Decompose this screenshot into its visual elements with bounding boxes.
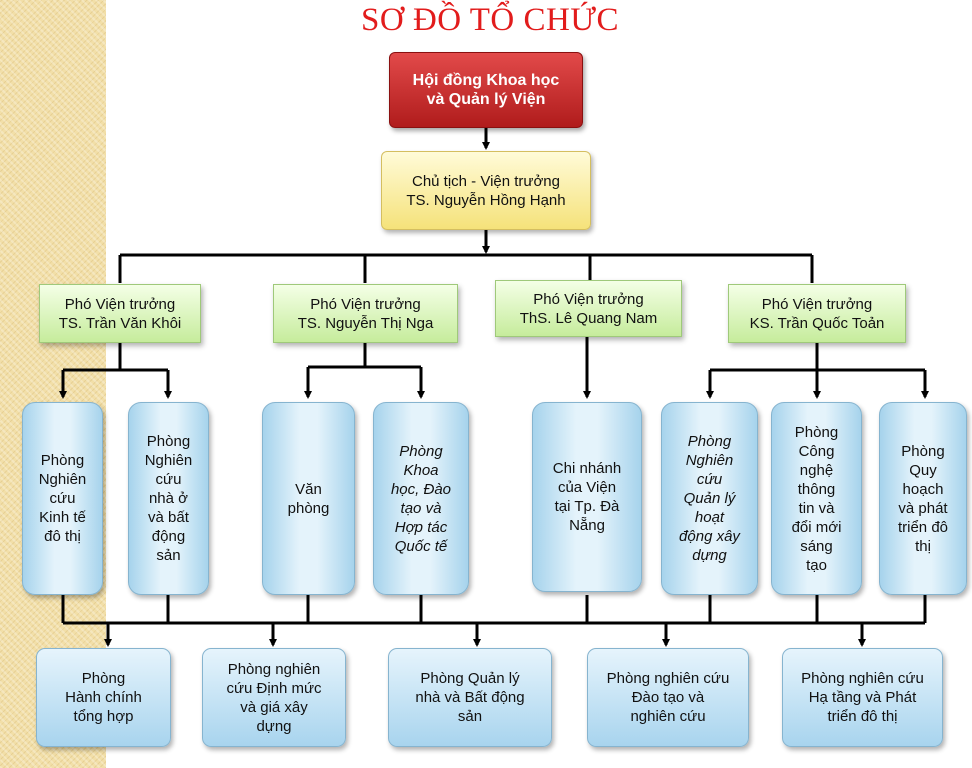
deputy-label: Phó Viện trưởng TS. Trần Văn Khôi <box>58 295 182 332</box>
bottom-label: Phòng Hành chính tổng hợp <box>65 670 142 725</box>
director-box: Chủ tịch - Viện trưởng TS. Nguyễn Hồng H… <box>381 151 591 230</box>
deputy-label: Phó Viện trưởng KS. Trần Quốc Toản <box>749 295 885 332</box>
unit-label: Chi nhánh của Viện tại Tp. Đà Nẵng <box>552 460 622 534</box>
bottom-label: Phòng Quản lý nhà và Bất động sản <box>415 670 525 725</box>
bottom-box-training-research: Phòng nghiên cứu Đào tạo và nghiên cứu <box>587 648 749 747</box>
page-title: SƠ ĐỒ TỔ CHỨC <box>361 2 619 38</box>
deputy-box-3: Phó Viện trưởng ThS. Lê Quang Nam <box>495 280 682 337</box>
bottom-label: Phòng nghiên cứu Định mức và giá xây dựn… <box>226 660 322 735</box>
director-label: Chủ tịch - Viện trưởng TS. Nguyễn Hồng H… <box>406 172 566 209</box>
unit-box-danang-branch: Chi nhánh của Viện tại Tp. Đà Nẵng <box>532 402 642 592</box>
bottom-box-admin: Phòng Hành chính tổng hợp <box>36 648 171 747</box>
council-box: Hội đồng Khoa học và Quản lý Viện <box>389 52 583 128</box>
unit-box-construction-management: Phòng Nghiên cứu Quản lý hoạt động xây d… <box>661 402 758 595</box>
unit-box-urban-planning: Phòng Quy hoạch và phát triển đô thị <box>879 402 967 595</box>
unit-box-housing-realestate: Phòng Nghiên cứu nhà ở và bất động sản <box>128 402 209 595</box>
decorative-side-strip <box>0 0 106 768</box>
deputy-label: Phó Viện trưởng ThS. Lê Quang Nam <box>519 290 658 327</box>
bottom-box-infrastructure: Phòng nghiên cứu Hạ tầng và Phát triển đ… <box>782 648 943 747</box>
bottom-label: Phòng nghiên cứu Hạ tầng và Phát triển đ… <box>801 670 924 725</box>
unit-label: Văn phòng <box>287 480 330 517</box>
unit-label: Phòng Quy hoạch và phát triển đô thị <box>897 442 949 555</box>
deputy-box-1: Phó Viện trưởng TS. Trần Văn Khôi <box>39 284 201 343</box>
bottom-label: Phòng nghiên cứu Đào tạo và nghiên cứu <box>606 670 730 725</box>
unit-box-science-training: Phòng Khoa học, Đào tạo và Hợp tác Quốc … <box>373 402 469 595</box>
unit-label: Phòng Công nghệ thông tin và đổi mới sán… <box>791 423 842 574</box>
council-label: Hội đồng Khoa học và Quản lý Viện <box>412 72 560 108</box>
deputy-box-4: Phó Viện trưởng KS. Trần Quốc Toản <box>728 284 906 343</box>
bottom-box-cost-norms: Phòng nghiên cứu Định mức và giá xây dựn… <box>202 648 346 747</box>
deputy-box-2: Phó Viện trưởng TS. Nguyễn Thị Nga <box>273 284 458 343</box>
unit-box-office: Văn phòng <box>262 402 355 595</box>
unit-label: Phòng Nghiên cứu nhà ở và bất động sản <box>144 433 193 564</box>
bottom-box-housing-management: Phòng Quản lý nhà và Bất động sản <box>388 648 552 747</box>
unit-box-it-innovation: Phòng Công nghệ thông tin và đổi mới sán… <box>771 402 862 595</box>
deputy-label: Phó Viện trưởng TS. Nguyễn Thị Nga <box>297 295 434 332</box>
unit-label: Phòng Nghiên cứu Kinh tế đô thị <box>38 452 87 545</box>
unit-label: Phòng Nghiên cứu Quản lý hoạt động xây d… <box>679 433 740 564</box>
unit-label: Phòng Khoa học, Đào tạo và Hợp tác Quốc … <box>390 442 452 555</box>
unit-box-urban-economics: Phòng Nghiên cứu Kinh tế đô thị <box>22 402 103 595</box>
